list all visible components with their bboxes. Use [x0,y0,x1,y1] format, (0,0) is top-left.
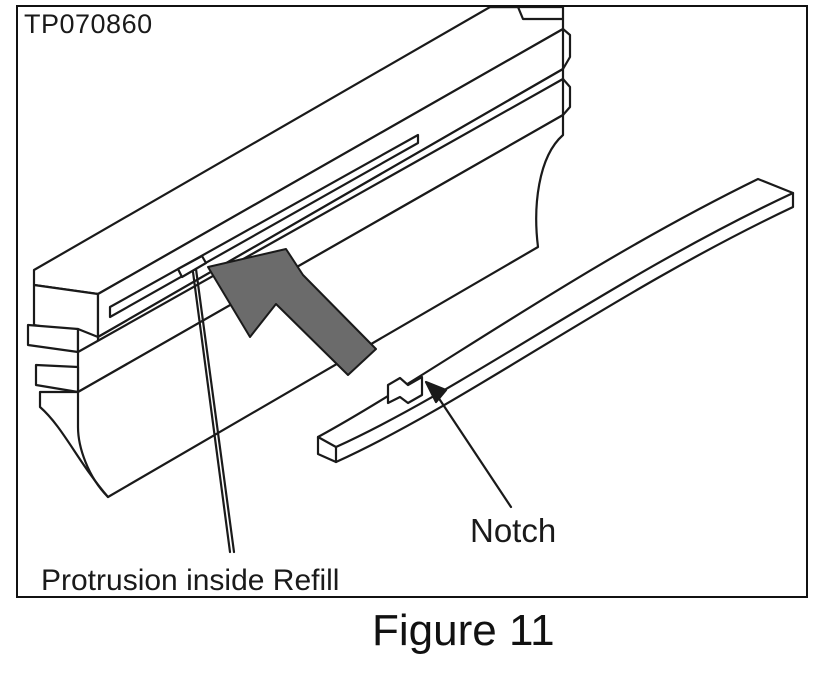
wiper-blade-body [26,7,572,499]
notch-label: Notch [470,512,557,549]
notch-leader-arrow [424,380,513,509]
figure-frame: TP070860 Notch Protrusion inside Refill [16,5,808,598]
figure-caption: Figure 11 [372,606,555,655]
wiper-refill-illustration [26,7,795,554]
figure-code-label: TP070860 [24,9,153,39]
insertion-arrow [207,248,377,376]
protrusion-label: Protrusion inside Refill [41,564,340,597]
protrusion-leader-line [191,267,236,554]
